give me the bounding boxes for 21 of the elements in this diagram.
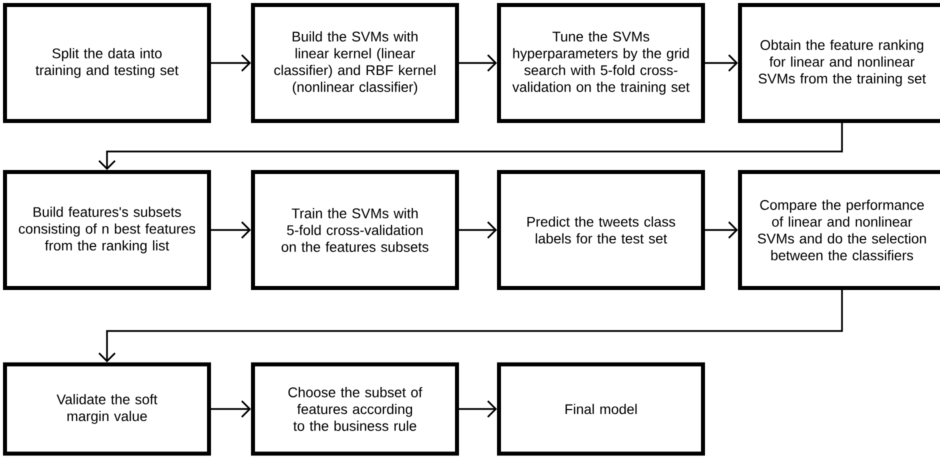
process-box: Train the SVMs with 5-fold cross-validation on the features subsets xyxy=(251,170,459,290)
arrow xyxy=(705,221,738,239)
arrow xyxy=(459,221,497,239)
arrow xyxy=(98,123,843,170)
process-box: Choose the subset of features according to the business rule xyxy=(251,362,459,456)
arrow xyxy=(459,400,497,418)
process-box: Final model xyxy=(497,362,705,456)
process-box: Split the data into training and testing set xyxy=(3,3,211,123)
process-box: Compare the performance of linear and nonlinear SVMs and do the selection between the classifiers xyxy=(738,170,940,290)
arrow xyxy=(211,400,251,418)
process-box: Obtain the feature ranking for linear and nonlinear SVMs from the training set xyxy=(738,3,940,123)
process-box: Tune the SVMs hyperparameters by the grid search with 5-fold cross-validation on the training set xyxy=(497,3,705,123)
process-box: Validate the soft margin value xyxy=(3,362,211,456)
process-box: Predict the tweets class labels for the test set xyxy=(497,170,705,290)
arrow xyxy=(211,221,251,239)
arrow xyxy=(98,290,843,362)
arrow xyxy=(705,54,738,72)
process-box: Build features's subsets consisting of n best features from the ranking list xyxy=(3,170,211,290)
process-box: Build the SVMs with linear kernel (linear classifier) and RBF kernel (nonlinear classifier) xyxy=(251,3,459,123)
arrow xyxy=(459,54,497,72)
arrow xyxy=(211,54,251,72)
